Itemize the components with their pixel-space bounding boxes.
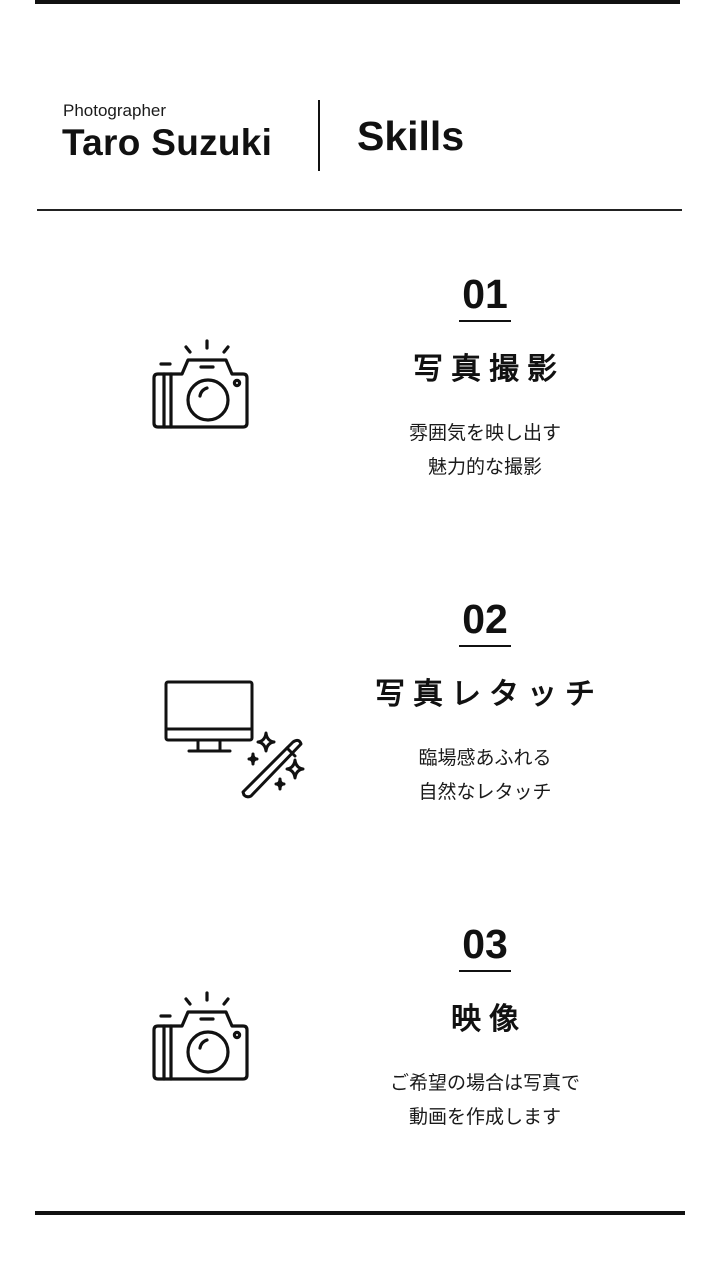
photographer-name: Taro Suzuki xyxy=(62,122,273,163)
top-border xyxy=(35,0,680,4)
skill-description-line: 自然なレタッチ xyxy=(418,781,552,803)
skill-description-line: 臨場感あふれる xyxy=(418,747,552,769)
camera-icon xyxy=(150,338,250,430)
page-title: Skills xyxy=(357,113,465,159)
skill-description-line: ご希望の場合は写真で xyxy=(389,1072,580,1094)
skill-title: 映像 xyxy=(451,1002,527,1037)
skill-description-line: 魅力的な撮影 xyxy=(427,456,542,478)
skill-description: ご希望の場合は写真で 動画を作成します xyxy=(335,1066,635,1134)
skill-number-underline xyxy=(459,645,511,647)
skill-description: 雰囲気を映し出す 魅力的な撮影 xyxy=(335,416,635,484)
skill-item-video: 03 映像 ご希望の場合は写真で 動画を作成します xyxy=(0,920,720,1220)
skill-title: 写真撮影 xyxy=(413,352,565,387)
skill-number-underline xyxy=(459,320,511,322)
skill-number-underline xyxy=(459,970,511,972)
skill-description-line: 動画を作成します xyxy=(408,1106,561,1128)
header-divider xyxy=(37,209,682,211)
header-vertical-divider xyxy=(318,100,320,171)
skill-item-retouching: 02 写真レタッチ 臨場感あふれる 自然なレタッチ xyxy=(0,595,720,895)
skill-item-photography: 01 写真撮影 雰囲気を映し出す 魅力的な撮影 xyxy=(0,270,720,570)
monitor-magic-wand-icon xyxy=(163,680,308,800)
skill-number: 02 xyxy=(462,596,508,642)
skill-description: 臨場感あふれる 自然なレタッチ xyxy=(335,741,635,809)
bottom-border xyxy=(35,1211,685,1215)
skill-title: 写真レタッチ xyxy=(375,677,603,712)
profession-label: Photographer xyxy=(63,101,167,120)
camera-icon xyxy=(150,990,250,1082)
skill-number: 03 xyxy=(462,921,508,967)
skill-description-line: 雰囲気を映し出す xyxy=(408,422,561,444)
skill-number: 01 xyxy=(462,271,508,317)
